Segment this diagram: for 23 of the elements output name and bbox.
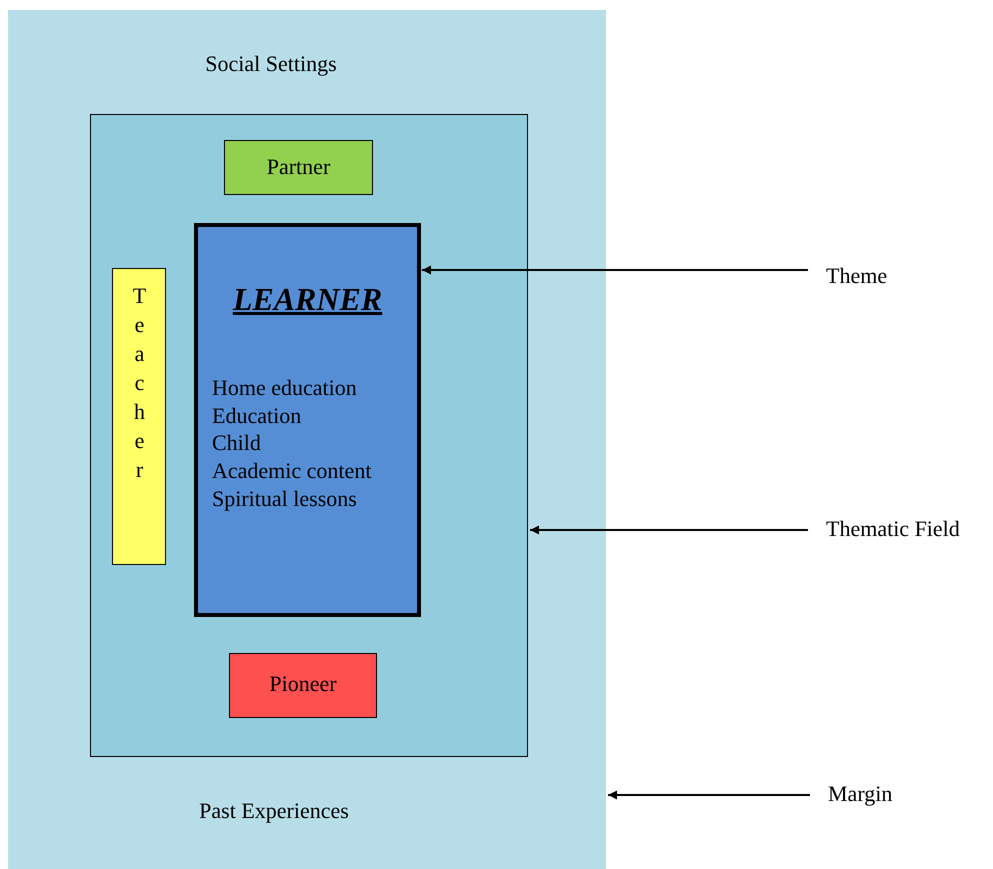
- list-item: Education: [212, 402, 302, 430]
- list-item: Child: [212, 429, 261, 457]
- box-label: Partner: [266, 153, 330, 181]
- list-item: Home education: [212, 374, 357, 402]
- leader-arrow: [422, 266, 808, 274]
- margin-area: [8, 10, 606, 869]
- band-caption: Past Experiences: [199, 797, 349, 825]
- learner-box: [194, 223, 421, 617]
- band-caption: Social Settings: [205, 50, 337, 78]
- vertical-label: Teacher: [126, 283, 153, 486]
- annotation-text: Theme: [826, 262, 888, 290]
- list-item: Spiritual lessons: [212, 485, 357, 513]
- thematic-field-box: [90, 114, 528, 757]
- leader-arrow: [530, 526, 808, 534]
- box-label: Pioneer: [269, 670, 337, 698]
- leader-arrow: [608, 790, 810, 800]
- annotation-text: Margin: [828, 780, 892, 808]
- heading: LEARNER: [232, 280, 382, 319]
- teacher-box: [112, 268, 166, 565]
- list-item: Academic content: [212, 457, 372, 485]
- annotation-text: Thematic Field: [826, 515, 960, 543]
- pioneer-box: [229, 653, 377, 718]
- partner-box: [224, 140, 373, 195]
